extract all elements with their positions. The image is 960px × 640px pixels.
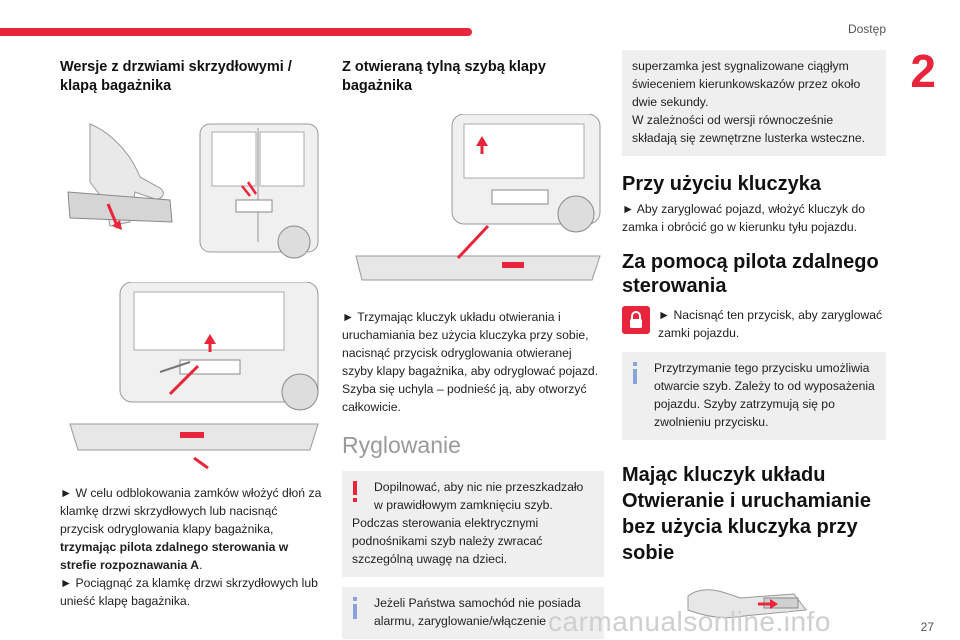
info-icon	[633, 362, 637, 384]
top-accent-bar	[0, 28, 472, 36]
key-paragraph: ► Aby zaryglować pojazd, włożyć kluczyk …	[622, 202, 866, 234]
column-2: Z otwieraną tylną szybą klapy bagażnika …	[342, 58, 604, 639]
info-box-remote: Przytrzymanie tego przycisku umożliwia o…	[622, 352, 886, 440]
column-3: superzamka jest sygnalizowane ciągłym św…	[622, 50, 886, 628]
column-1: Wersje z drzwiami skrzydłowymi / klapą b…	[60, 58, 322, 610]
col2-paragraph-1: ► Trzymając kluczyk układu otwierania i …	[342, 310, 599, 414]
red-arrow-icon	[168, 364, 200, 396]
col1-paragraph-1: ► W celu odblokowania zamków włożyć dłoń…	[60, 486, 322, 572]
warning-icon	[353, 481, 357, 502]
heading-key: Przy użyciu kluczyka	[622, 173, 821, 195]
chapter-number: 2	[910, 45, 936, 97]
remote-paragraph: ► Nacisnąć ten przycisk, aby zaryglować …	[658, 308, 883, 340]
section-name: Dostęp	[847, 22, 886, 36]
col1-paragraph-2: ► Pociągnąć za klamkę drzwi skrzydłowych…	[60, 576, 318, 608]
watermark: carmanualsonline.info	[548, 606, 831, 637]
warning-line-2: Podczas sterowania elektrycznymi podnośn…	[352, 516, 543, 566]
info-continued-text-1: superzamka jest sygnalizowane ciągłym św…	[632, 59, 861, 109]
section-title-ryglowanie: Ryglowanie	[342, 432, 461, 458]
info-remote-text: Przytrzymanie tego przycisku umożliwia o…	[654, 361, 875, 429]
info-alarm-text: Jeżeli Państwa samochód nie posiada alar…	[374, 596, 581, 628]
illustration-handle-button	[684, 576, 886, 628]
info-box-alarm: Jeżeli Państwa samochód nie posiada alar…	[342, 587, 604, 639]
illustration-hand-handle	[60, 122, 322, 262]
heading-remote: Za pomocą pilota zdalnego sterowania	[622, 251, 879, 297]
info-continued-text-2: W zależności od wersji równocześnie skła…	[632, 113, 866, 145]
lock-icon	[622, 306, 650, 334]
red-arrow-icon	[456, 224, 490, 260]
info-icon	[353, 597, 357, 619]
info-box-continued: superzamka jest sygnalizowane ciągłym św…	[622, 50, 886, 156]
warning-line-1: Dopilnować, aby nic nie przeszkadzało w …	[374, 480, 584, 512]
illustration-tailgate-button	[60, 282, 322, 472]
remote-lock-row: ► Nacisnąć ten przycisk, aby zaryglować …	[622, 306, 886, 342]
heading-wing-doors: Wersje z drzwiami skrzydłowymi / klapą b…	[60, 59, 292, 94]
page-number: 27	[920, 620, 934, 634]
illustration-rear-window	[342, 114, 604, 290]
warning-box: Dopilnować, aby nic nie przeszkadzało w …	[342, 471, 604, 577]
heading-rear-window: Z otwieraną tylną szybą klapy bagażnika	[342, 59, 546, 94]
heading-keyless: Mając kluczyk układu Otwieranie i urucha…	[622, 464, 871, 564]
